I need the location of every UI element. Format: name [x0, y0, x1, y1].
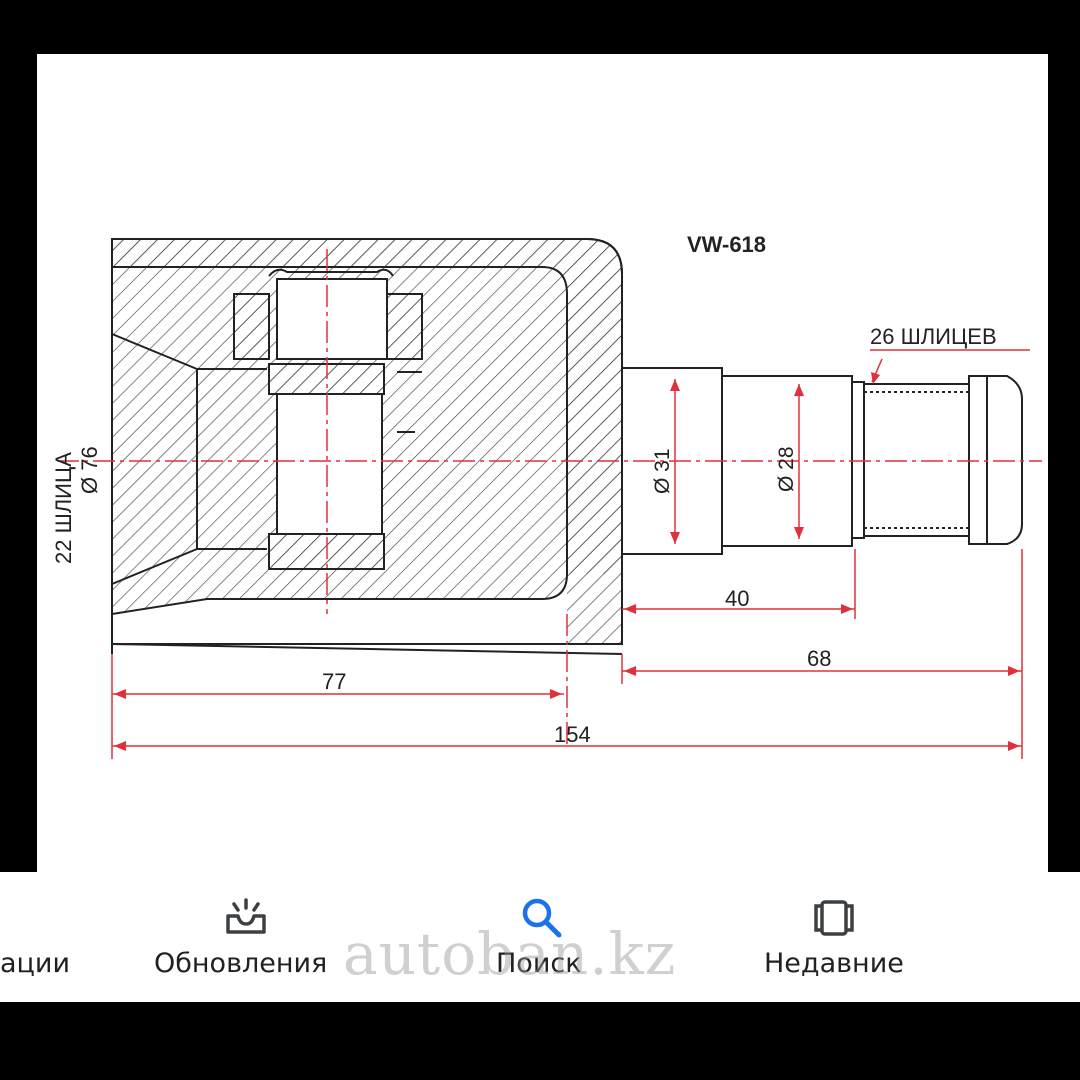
cv-joint-drawing: VW-618 26 ШЛИЦЕВ Ø 31 Ø 28 40 68 77 154 … [51, 232, 1042, 759]
photo-viewer[interactable]: VW-618 26 ШЛИЦЕВ Ø 31 Ø 28 40 68 77 154 … [0, 54, 1080, 872]
part-number: VW-618 [687, 232, 766, 257]
technical-drawing: VW-618 26 ШЛИЦЕВ Ø 31 Ø 28 40 68 77 154 … [37, 54, 1048, 872]
tab-search[interactable]: Поиск [490, 872, 600, 1002]
dim-77-label: 77 [322, 669, 346, 694]
center-lines [57, 249, 1042, 744]
spline-count-left: 22 ШЛИЦА [51, 452, 76, 564]
diameter-28-label: Ø 28 [775, 446, 798, 492]
dimension-arrows [114, 372, 1020, 751]
dim-40-label: 40 [725, 586, 749, 611]
tab-updates[interactable]: Обновления [150, 872, 345, 1002]
tab-collections[interactable]: ации [0, 872, 90, 1002]
tab-recent[interactable]: Недавние [760, 872, 920, 1002]
output-shaft [621, 367, 1023, 555]
dim-68-label: 68 [807, 646, 831, 671]
diameter-31-label: Ø 31 [651, 448, 674, 494]
recent-icon [810, 894, 858, 942]
dimension-lines [111, 349, 1030, 759]
tab-collections-label: ации [0, 948, 71, 979]
tab-search-label: Поиск [496, 948, 582, 979]
tab-recent-label: Недавние [764, 948, 904, 979]
watermark: autoban.kz [343, 920, 677, 988]
updates-inbox-icon [222, 894, 270, 942]
tab-updates-label: Обновления [154, 948, 328, 979]
bottom-tab-bar: ации Обновления Поиск [0, 872, 1080, 1002]
spline-count-right: 26 ШЛИЦЕВ [870, 324, 997, 349]
dim-154-label: 154 [554, 722, 591, 747]
diameter-76-label: Ø 76 [77, 446, 102, 494]
search-icon [518, 894, 566, 942]
